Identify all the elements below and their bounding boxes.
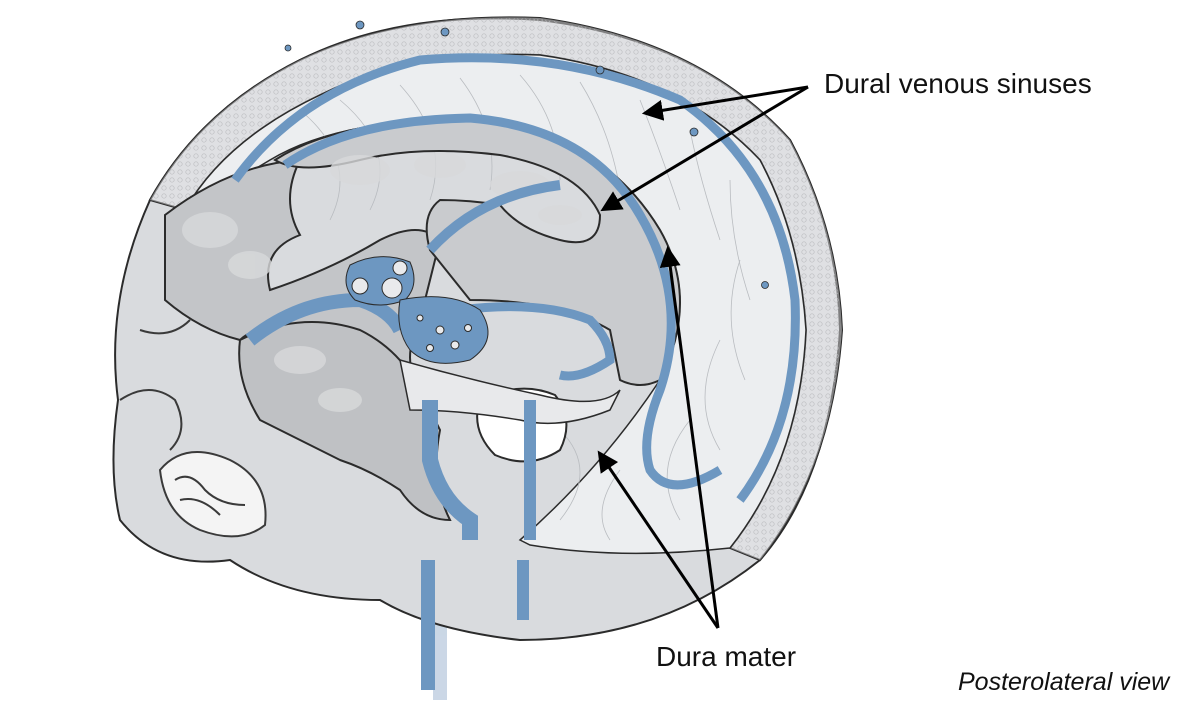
arrow-sinus-outer [641,85,809,121]
cavernous-sinus [345,256,489,364]
arrow-dura-lower [597,450,720,629]
label-dural-venous-sinuses: Dural venous sinuses [824,68,1092,99]
arrow-dura-upper [659,245,720,629]
cavity-texture [182,152,582,412]
label-view: Posterolateral view [958,668,1170,696]
tentorium-band [399,358,621,425]
skull-cut-rim-fill [150,17,842,561]
arrow-sinus-inner [600,85,809,212]
skull-face-details [119,319,267,538]
pointer-arrows [597,85,809,629]
dural-venous-sinuses [231,53,800,690]
label-dura-mater: Dura mater [656,641,797,672]
rim-vessel-marks [284,20,769,289]
